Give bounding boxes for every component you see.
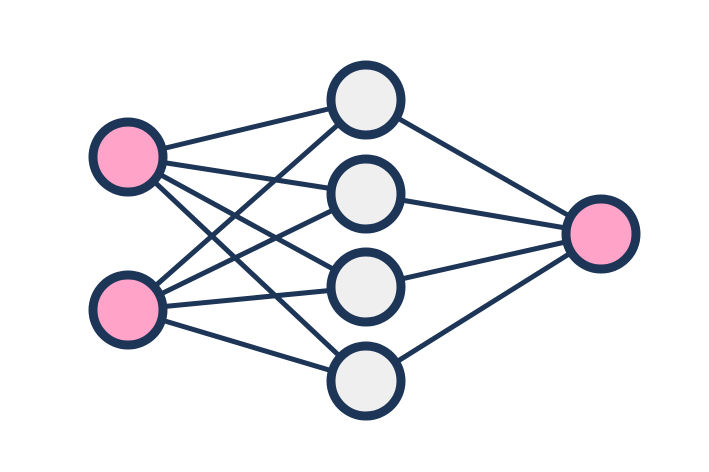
input-neuron-2 bbox=[88, 270, 168, 350]
hidden-neuron-4 bbox=[326, 341, 406, 421]
hidden-neuron-2 bbox=[326, 154, 406, 234]
hidden-neuron-3 bbox=[326, 247, 406, 327]
connections bbox=[125, 97, 604, 384]
edge-hidden-2-to-output-1 bbox=[363, 191, 604, 237]
edge-input-2-to-hidden-3 bbox=[125, 284, 369, 313]
edge-hidden-1-to-output-1 bbox=[363, 97, 604, 237]
edge-input-1-to-hidden-1 bbox=[125, 97, 369, 160]
edge-hidden-4-to-output-1 bbox=[363, 231, 604, 384]
edge-input-1-to-hidden-3 bbox=[125, 154, 369, 290]
hidden-neuron-1 bbox=[326, 60, 406, 140]
edge-input-1-to-hidden-4 bbox=[125, 154, 369, 384]
edge-input-2-to-hidden-4 bbox=[125, 307, 369, 384]
edge-input-1-to-hidden-2 bbox=[125, 154, 369, 197]
edge-input-2-to-hidden-1 bbox=[125, 97, 369, 313]
input-neuron-1 bbox=[88, 117, 168, 197]
neurons bbox=[88, 60, 641, 421]
output-neuron-1 bbox=[561, 194, 641, 274]
edge-hidden-3-to-output-1 bbox=[363, 231, 604, 290]
edge-input-2-to-hidden-2 bbox=[125, 191, 369, 313]
